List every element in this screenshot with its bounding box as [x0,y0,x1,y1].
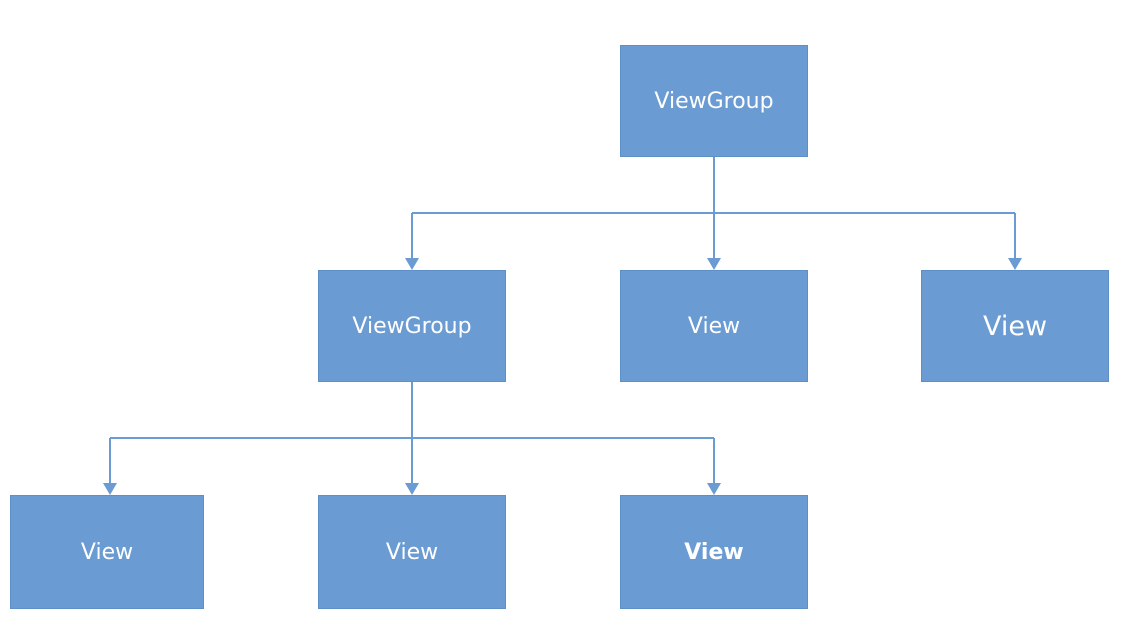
arrowhead-mid-group [405,258,419,270]
arrowhead-leaf-2 [405,483,419,495]
arrowhead-mid-view-1 [707,258,721,270]
node-label: View [80,539,134,565]
node-label: View [982,310,1048,342]
arrowhead-leaf-3 [707,483,721,495]
node-child-viewgroup: ViewGroup [318,270,506,382]
node-leaf-view-left: View [10,495,204,609]
node-leaf-view-center: View [318,495,506,609]
node-root-viewgroup: ViewGroup [620,45,808,157]
node-label: View [684,539,744,565]
node-child-view-right: View [921,270,1109,382]
node-label: ViewGroup [654,88,774,114]
arrowhead-leaf-1 [103,483,117,495]
arrowhead-mid-view-2 [1008,258,1022,270]
node-label: ViewGroup [352,313,472,339]
node-label: View [385,539,439,565]
node-leaf-view-right: View [620,495,808,609]
node-child-view-center: View [620,270,808,382]
node-label: View [687,313,741,339]
